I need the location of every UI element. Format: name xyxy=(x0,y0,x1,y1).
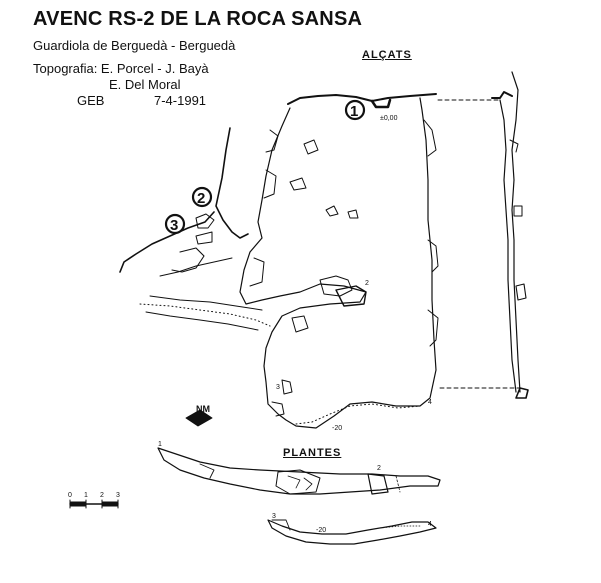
elevation-outline xyxy=(239,97,437,429)
entrance-marker-2 xyxy=(191,186,213,208)
plan-upper-dash xyxy=(395,475,401,493)
plan-upper-pit xyxy=(367,473,389,495)
gallery-dotted xyxy=(139,303,271,327)
depth-pt2-label: 2 xyxy=(365,280,369,287)
boulder xyxy=(281,379,293,395)
boulder xyxy=(325,205,339,217)
surface-line-left xyxy=(215,127,249,239)
elevations-label: ALÇATS xyxy=(362,49,412,61)
depth-bottom-label: -20 xyxy=(332,425,342,432)
boulder xyxy=(319,275,353,297)
boulder xyxy=(195,231,213,245)
scale-tick-label: 1 xyxy=(84,492,88,499)
boulder xyxy=(347,209,359,219)
wall-detail xyxy=(265,129,279,153)
plan-upper-detail xyxy=(303,477,313,491)
depth-surface-label: ±0,00 xyxy=(380,115,398,122)
wall-detail xyxy=(249,257,265,287)
scale-tick-label: 0 xyxy=(68,492,72,499)
surface-line-far-left xyxy=(119,211,215,273)
boulder xyxy=(303,139,319,155)
location-text: Guardiola de Berguedà - Berguedà xyxy=(33,38,236,53)
gallery-roof xyxy=(149,295,263,311)
wall-detail xyxy=(423,119,437,157)
topography-extra-text: E. Del Moral xyxy=(109,77,181,92)
plan-pt1-label: 1 xyxy=(158,441,162,448)
entrance-marker-2-label: 2 xyxy=(197,190,205,207)
plan-lower-dotted xyxy=(379,525,421,529)
wall-detail xyxy=(427,309,439,347)
north-arrow xyxy=(185,409,213,427)
plan-pt2-label: 2 xyxy=(377,465,381,472)
club-text: GEB xyxy=(77,93,105,108)
topography-text: Topografia: E. Porcel - J. Bayà xyxy=(33,61,209,76)
wall-detail xyxy=(263,169,277,199)
page-title: AVENC RS-2 DE LA ROCA SANSA xyxy=(33,8,363,30)
depth-pt4-label: 4 xyxy=(428,399,432,406)
plan-pt4-label: 4 xyxy=(428,521,432,528)
scale-tick-label: 2 xyxy=(100,492,104,499)
plans-label: PLANTES xyxy=(283,447,342,459)
floor-dotted xyxy=(295,403,421,425)
plan-upper-detail xyxy=(287,475,301,489)
plan-upper xyxy=(157,447,441,495)
shaft-boulder xyxy=(515,283,527,301)
plan-upper-boulders xyxy=(275,469,321,495)
shaft-left-wall xyxy=(499,99,517,393)
north-symbol: NM xyxy=(196,404,210,414)
scale-tick-label: 3 xyxy=(116,492,120,499)
wall-detail xyxy=(271,401,285,417)
boulder-pile xyxy=(335,285,367,307)
passage-branch xyxy=(159,257,233,277)
depth-pt3-label: 3 xyxy=(276,384,280,391)
shaft-detail xyxy=(509,139,519,153)
shaft-surface xyxy=(491,91,513,99)
plan-lower xyxy=(267,519,437,545)
entrance-marker-3-label: 3 xyxy=(170,217,178,234)
shaft-right-wall xyxy=(511,71,521,393)
gallery-floor xyxy=(145,311,259,331)
entrance-marker-1 xyxy=(344,99,366,121)
boulder xyxy=(195,213,215,229)
wall-detail xyxy=(427,239,439,273)
entrance-marker-3 xyxy=(164,213,186,235)
entrance-marker-1-label: 1 xyxy=(350,103,358,120)
plan-upper-detail xyxy=(199,463,215,479)
scale-bar-fill xyxy=(101,501,119,507)
plan-pt3-label: 3 xyxy=(272,513,276,520)
shaft-bottom xyxy=(515,387,529,399)
surface-line xyxy=(287,93,437,105)
date-text: 7-4-1991 xyxy=(154,93,207,108)
plan-lower-detail xyxy=(271,519,291,531)
shaft-boulder xyxy=(513,205,523,217)
plan-bottom-label: -20 xyxy=(316,527,326,534)
scale-bar-fill xyxy=(69,501,87,507)
boulder xyxy=(291,315,309,333)
entrance-1-mouth xyxy=(370,98,392,109)
boulder xyxy=(289,177,307,191)
